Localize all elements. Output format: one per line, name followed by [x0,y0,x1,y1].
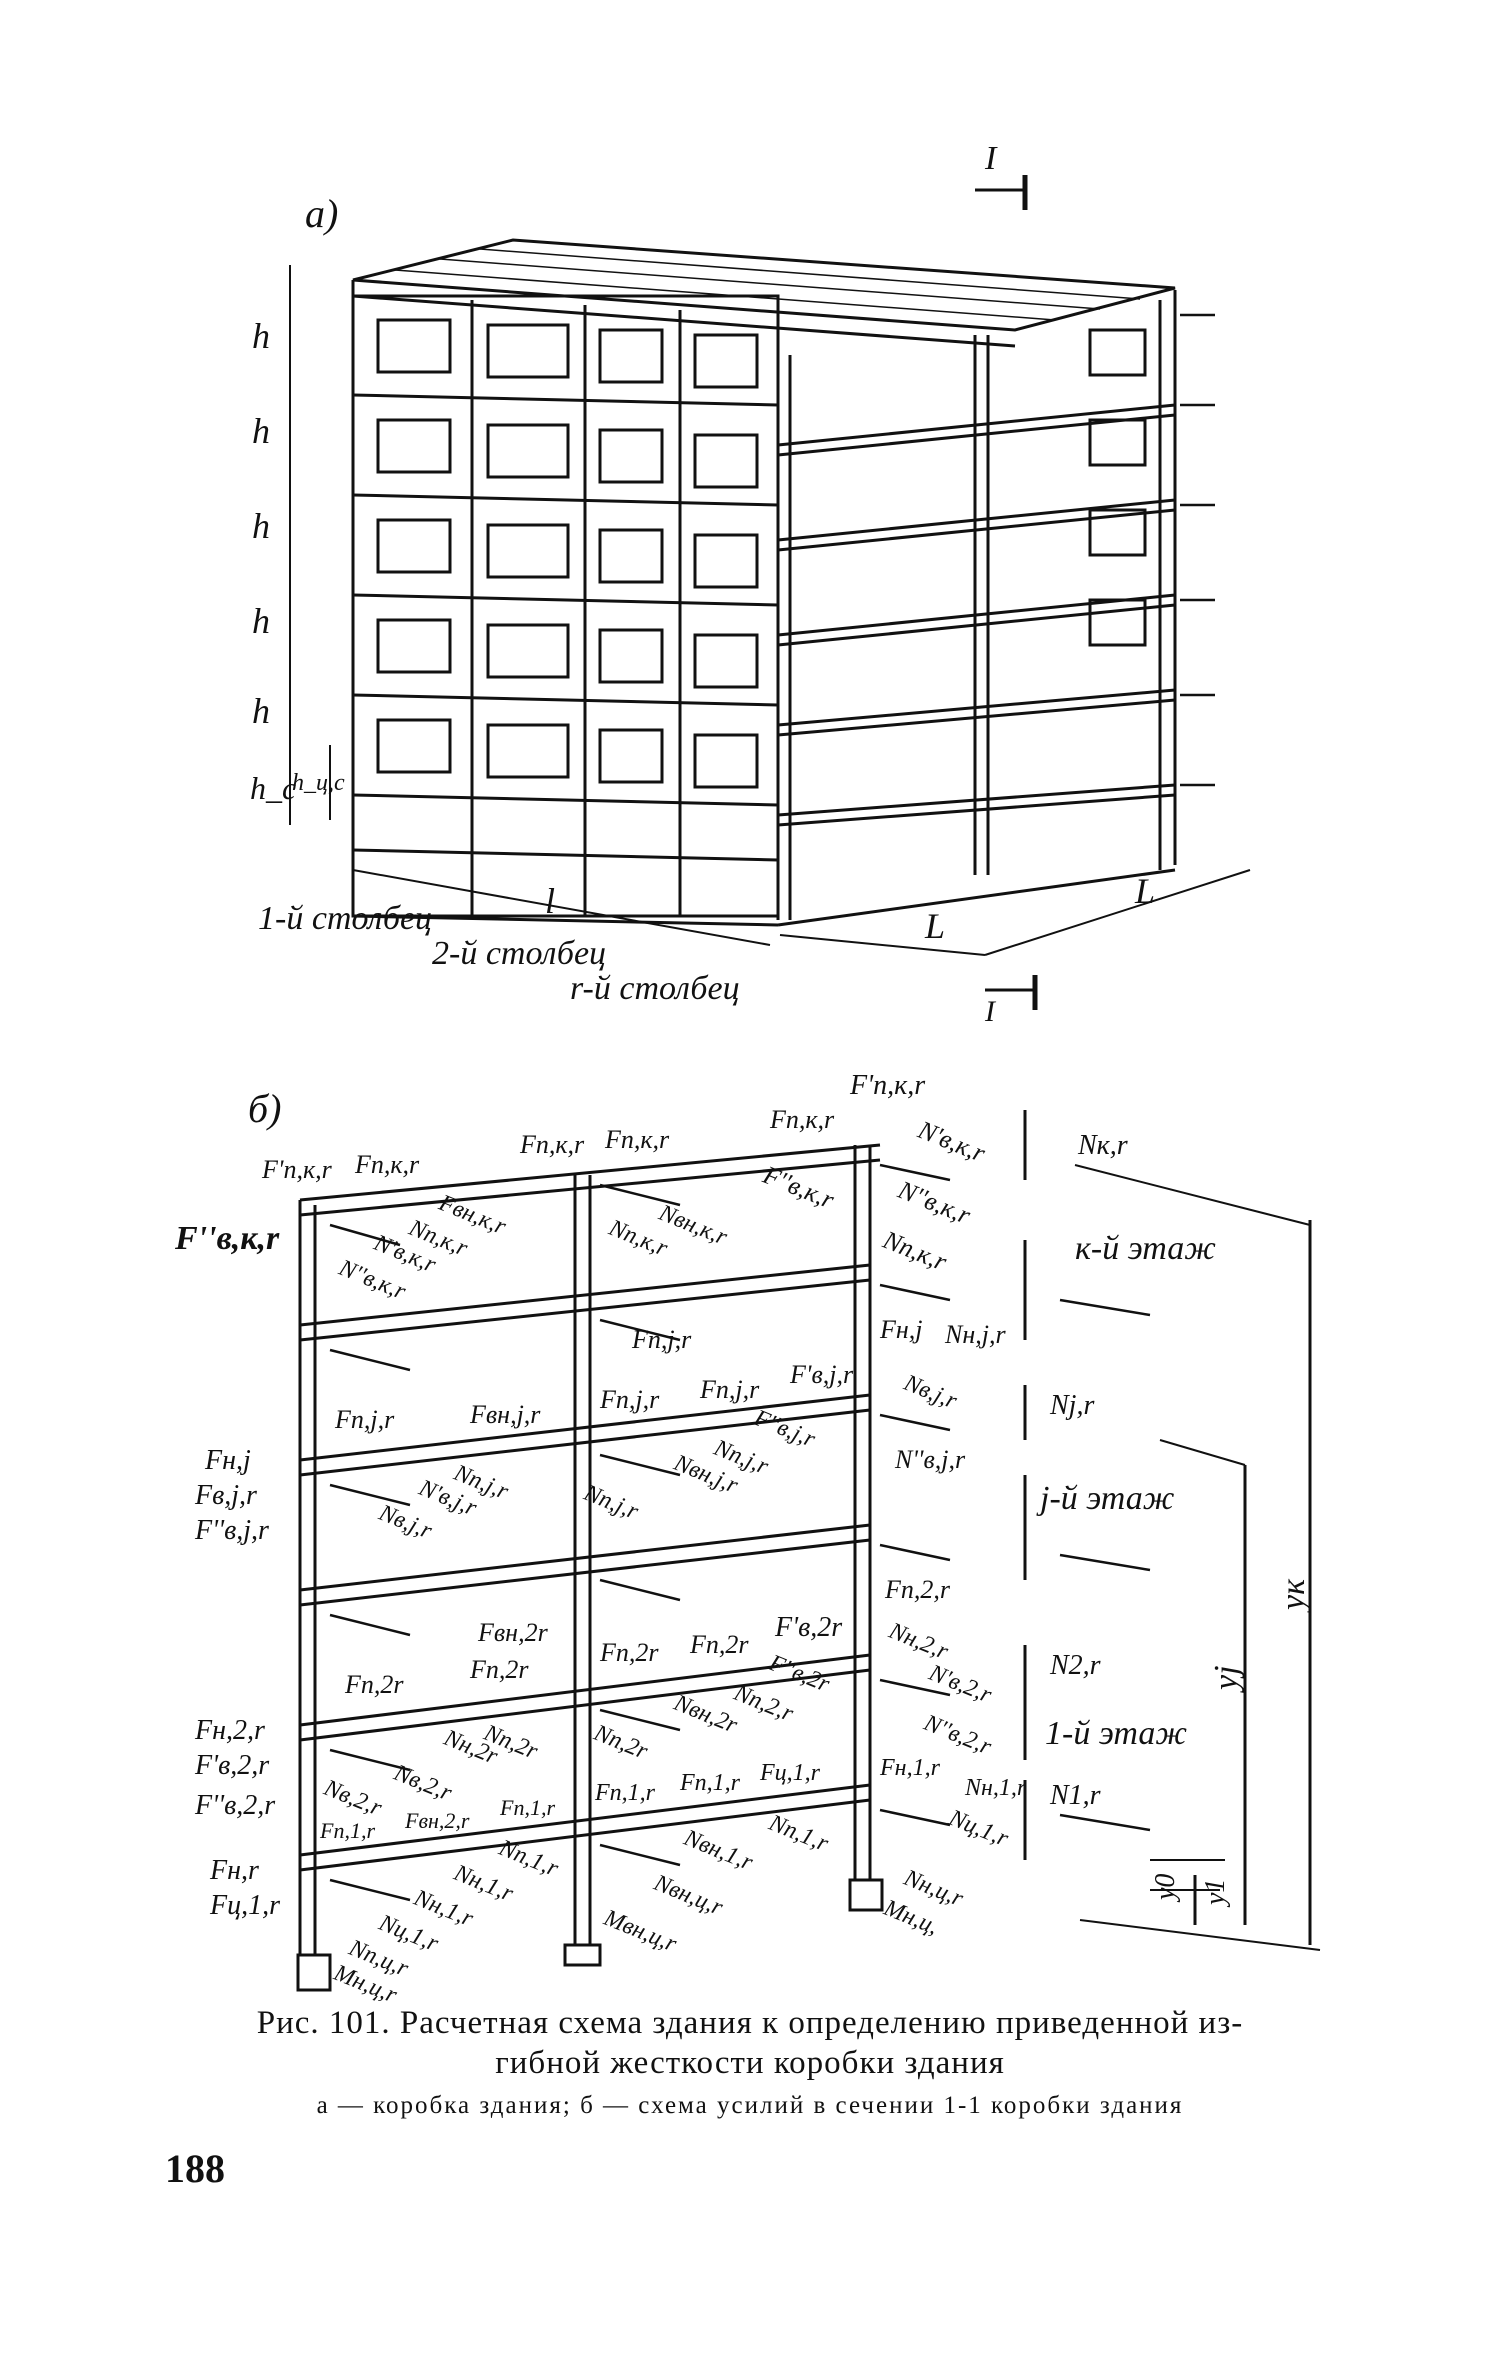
length-L1-label: L [925,906,946,946]
force-label: Fп,2,r [885,1575,950,1604]
force-label: Fп,к,r [770,1105,835,1134]
figure-b-panel-label: б) [248,1086,282,1131]
floor-1-label: 1-й этаж [1045,1715,1187,1752]
floor-height-label: h [252,601,270,641]
force-label: Fп,2r [600,1638,659,1667]
storey-force-label: N2,r [1050,1650,1101,1681]
force-label: Fп,j,r [335,1405,395,1434]
caption-title-line2: гибной жесткости коробки здания [495,2045,1005,2081]
force-label: Fп,1,r [320,1818,375,1843]
figure-a-panel-label: а) [305,191,339,236]
dimension-y0: y0 [1150,1873,1181,1900]
force-label: Fвн,2,r [405,1808,470,1833]
force-label: F'п,к,r [850,1070,926,1101]
section-mark-top: I [985,140,997,177]
floor-height-label: h [252,316,270,356]
force-label: F'в,2r [775,1612,843,1643]
force-label: F''в,2,r [195,1790,276,1821]
force-label: Fп,к,r [605,1125,670,1154]
basement-height-label: h_c [250,770,297,806]
force-label: Fп,j,r [700,1375,760,1404]
force-label: Fп,к,r [520,1130,585,1159]
force-label: F'в,2,r [195,1750,270,1781]
force-label: Fвн,j,r [470,1400,541,1429]
force-label: Fп,2r [690,1630,749,1659]
force-label: F'в,j,r [790,1360,854,1389]
page-number: 188 [165,2146,225,2191]
force-label: Fц,1,r [760,1760,820,1786]
force-label: Fп,1,r [680,1770,740,1796]
force-label: Fн,1,r [880,1755,940,1781]
column-1-label: 1-й столбец [258,900,433,937]
force-label: Fп,1,r [500,1795,555,1820]
column-r-label: r-й столбец [570,970,740,1007]
floor-height-label: h [252,506,270,546]
column-2-label: 2-й столбец [432,935,607,972]
force-label: Fп,j,r [632,1325,692,1354]
caption-legend: а — коробка здания; б — схема усилий в с… [316,2092,1184,2119]
force-label: Fп,j,r [600,1385,660,1414]
storey-force-label: N1,r [1050,1780,1101,1811]
floor-j-label: j-й этаж [1040,1480,1175,1517]
force-label: Fн,r [210,1855,259,1886]
basement-inner-label: h_ц,с [292,770,345,796]
force-label: Fн,j [880,1315,923,1344]
force-label: Fв,j,r [195,1480,257,1511]
dimension-yj: yj [1208,1665,1245,1690]
force-label: Fн,2,r [195,1715,265,1746]
storey-force-label: Nк,r [1078,1130,1128,1161]
section-mark-bottom: I [985,995,995,1028]
floor-height-label: h [252,411,270,451]
force-label: Fвн,2r [478,1618,548,1647]
figure-a-drawing [289,175,1251,1010]
dimension-yk: yк [1275,1579,1312,1610]
length-l-label: l [545,881,556,921]
force-label: Fп,1,r [595,1780,655,1806]
force-label: F''в,к,r [175,1220,280,1257]
force-label: Nн,j,r [945,1320,1006,1349]
force-label: N''в,j,r [895,1445,966,1474]
force-label: Fп,2r [345,1670,404,1699]
roof-slab [352,238,1176,332]
force-label: F'п,к,r [262,1155,332,1184]
caption-title-line1: Рис. 101. Расчетная схема здания к опред… [256,2005,1244,2041]
force-label: Fн,j [205,1445,251,1476]
force-label: Fп,к,r [355,1150,420,1179]
floor-height-label: h [252,691,270,731]
force-label: Nн,1,r [965,1775,1027,1801]
floor-k-label: к-й этаж [1075,1230,1216,1267]
force-label: F''в,j,r [195,1515,269,1546]
force-label: Fц,1,r [210,1890,280,1921]
storey-force-label: Nj,r [1050,1390,1095,1421]
force-label: Fп,2r [470,1655,529,1684]
length-L2-label: L [1135,871,1156,911]
dimension-y1: y1 [1200,1878,1231,1905]
